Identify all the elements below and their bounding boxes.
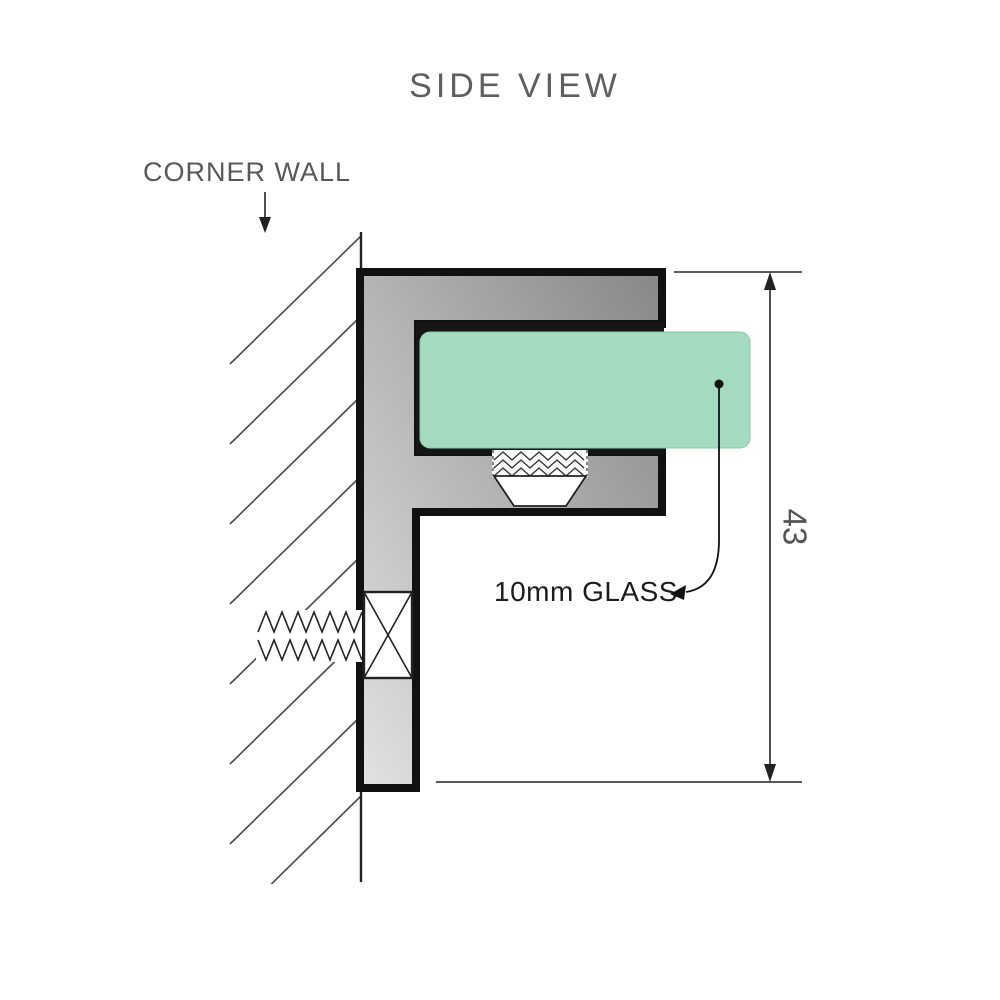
corner-wall-arrow	[259, 192, 271, 233]
wall-screw	[256, 590, 414, 680]
grub-screw	[492, 450, 588, 507]
corner-wall-label: CORNER WALL	[143, 157, 351, 187]
glass-panel	[419, 331, 751, 449]
wall-hatching	[229, 235, 362, 884]
dimension-label: 43	[776, 509, 813, 546]
glass-leader-arrow	[670, 379, 724, 600]
height-dimension: 43	[436, 271, 813, 783]
page-title: SIDE VIEW	[409, 67, 621, 105]
glass-label: 10mm GLASS	[494, 576, 678, 607]
